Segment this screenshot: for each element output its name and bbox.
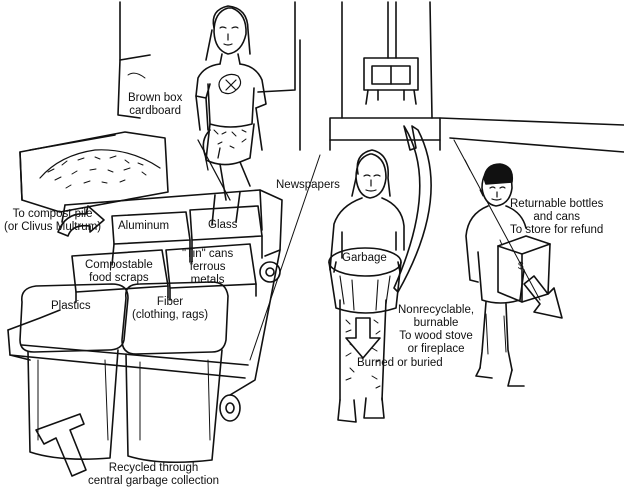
compostable-bin xyxy=(71,249,169,303)
dollar-sign-tag: $ xyxy=(518,261,524,272)
wood-stove-arrow xyxy=(393,125,432,293)
aluminum-label: Aluminum xyxy=(118,220,170,232)
house-background xyxy=(117,1,624,361)
brown-box-cardboard-label: Brown box cardboard xyxy=(128,92,183,117)
burned-arrow xyxy=(345,317,381,359)
fiber-bin xyxy=(121,281,229,464)
compostable-food-label: Compostable food scraps xyxy=(85,259,153,284)
returnable-bottles-label: Returnable bottles and cans To store for… xyxy=(510,198,604,236)
returnable-bottle-box xyxy=(497,235,551,303)
recycled-arrow xyxy=(35,413,87,477)
newspapers-label: Newspapers xyxy=(276,179,340,191)
person-pushing-cart xyxy=(195,5,267,201)
tin-cans-bin xyxy=(165,243,257,301)
glass-bin xyxy=(189,191,263,263)
garbage-label: Garbage xyxy=(342,252,387,264)
burned-or-buried-label: Burned or buried xyxy=(357,357,443,369)
glass-label: Glass xyxy=(208,219,238,231)
recycling-cart xyxy=(7,129,283,422)
person-with-bottles xyxy=(465,163,527,387)
tin-cans-label: "Tin" cans ferrous metals xyxy=(182,248,234,286)
aluminum-bin xyxy=(111,211,191,266)
plastics-label: Plastics xyxy=(51,300,91,312)
recycled-through-label: Recycled through central garbage collect… xyxy=(88,462,220,487)
nonrecyclable-label: Nonrecyclable, burnable To wood stove or… xyxy=(398,304,475,355)
compost-arrow xyxy=(57,205,105,237)
garbage-can xyxy=(328,247,402,314)
fiber-label: Fiber (clothing, rags) xyxy=(132,296,209,321)
compost-pile-label: To compost pile (or Clivus Multrum) xyxy=(4,208,102,233)
wood-stove xyxy=(363,1,419,105)
refund-arrow xyxy=(523,275,563,319)
compost-bin xyxy=(19,131,169,213)
person-with-garbage xyxy=(329,149,405,423)
